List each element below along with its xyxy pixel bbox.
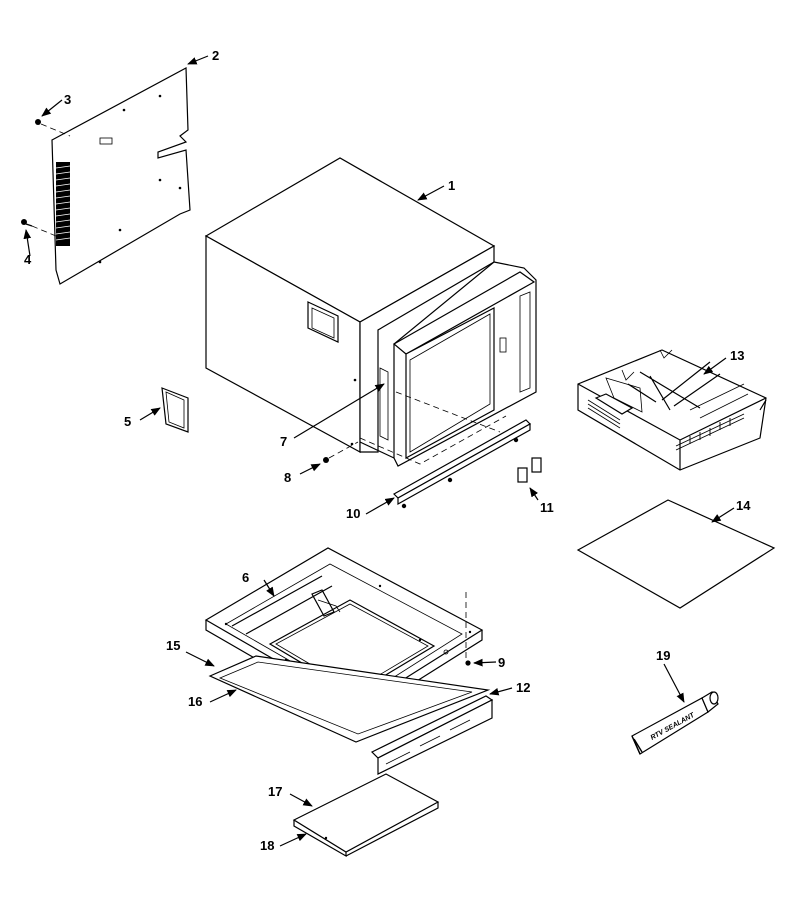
callout-5: 5 — [124, 414, 131, 429]
callout-16: 16 — [188, 694, 202, 709]
callout-12: 12 — [516, 680, 530, 695]
part-screw-9 — [465, 592, 471, 666]
callout-7: 7 — [280, 434, 287, 449]
callout-4: 4 — [24, 252, 32, 267]
part-rear-panel — [51, 67, 191, 285]
callout-17: 17 — [268, 784, 282, 799]
part-bottom-plate — [208, 655, 491, 743]
callout-19: 19 — [656, 648, 670, 663]
part-internal-tray — [577, 349, 767, 471]
part-front-bracket — [370, 695, 494, 775]
callout-3: 3 — [64, 92, 71, 107]
callout-10: 10 — [346, 506, 360, 521]
callout-11: 11 — [540, 500, 554, 515]
callout-1: 1 — [448, 178, 455, 193]
callout-8: 8 — [284, 470, 291, 485]
callout-15: 15 — [166, 638, 180, 653]
callout-18: 18 — [260, 838, 274, 853]
callout-9: 9 — [498, 655, 505, 670]
callout-labels: 1 2 3 4 5 6 7 8 9 10 11 12 13 14 15 16 1… — [24, 48, 751, 853]
callout-2: 2 — [212, 48, 219, 63]
part-flat-sheet — [576, 499, 776, 609]
part-small-tray — [292, 773, 440, 858]
callout-14: 14 — [736, 498, 751, 513]
callout-6: 6 — [242, 570, 249, 585]
tray-vent-slots — [675, 413, 745, 451]
part-main-cabinet — [204, 157, 537, 467]
part-sealant-tube: RTV SEALANT — [631, 691, 719, 755]
part-seal-strip — [393, 419, 531, 509]
part-screw-8 — [323, 441, 359, 463]
part-screw-4 — [21, 219, 57, 237]
part-small-cover — [161, 387, 189, 433]
rear-panel-vent — [55, 162, 71, 246]
callout-13: 13 — [730, 348, 744, 363]
callout-leaders — [23, 55, 735, 847]
part-bumpers — [517, 457, 542, 483]
part-screw-3 — [35, 119, 71, 137]
